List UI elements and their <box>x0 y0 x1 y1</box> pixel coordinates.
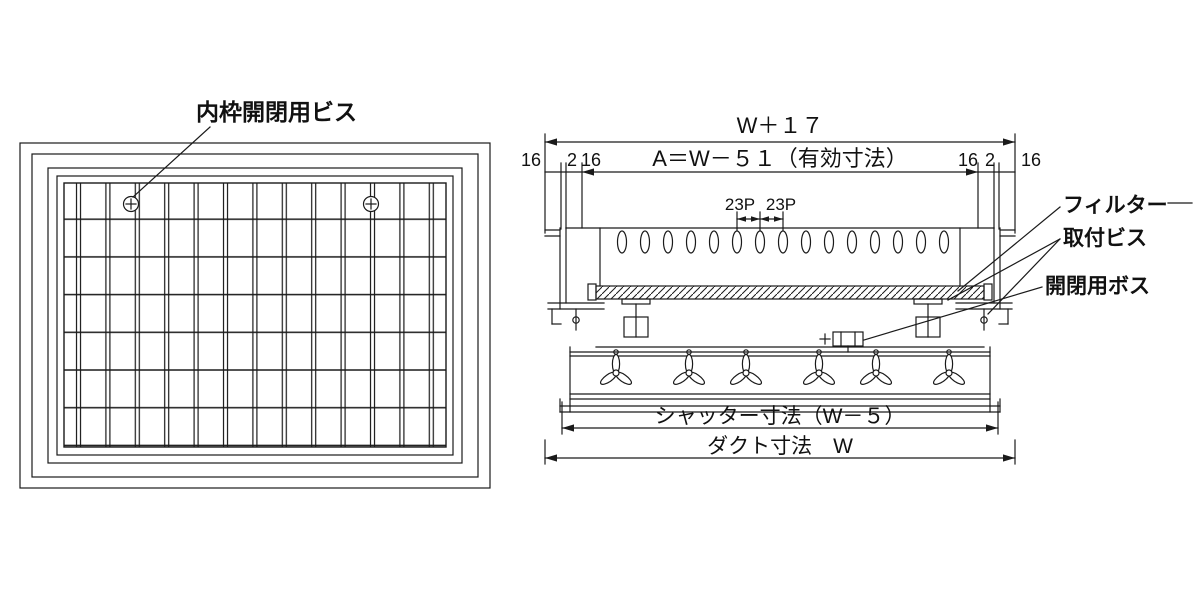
grille-grid <box>63 182 447 448</box>
screw-icon <box>362 195 380 213</box>
section-view: W＋１７ 16 2 16 A＝W－５１（有効寸法） 16 2 16 23P 23… <box>521 113 1193 465</box>
inner-frame <box>47 167 463 464</box>
screw-icon <box>122 195 140 213</box>
label-filter: フィルター <box>957 194 1193 292</box>
dim-16-left-inner: 16 <box>581 150 601 170</box>
dim-16-left-outer: 16 <box>521 150 541 170</box>
front-view: 内枠開閉用ビス <box>19 99 491 489</box>
pitch-left-text: 23P <box>725 195 755 214</box>
louver-slots <box>616 230 950 254</box>
shutter-dim-text: シャッター寸法（W－５） <box>655 405 906 428</box>
outer-frame <box>19 142 491 489</box>
dim-duct-width: ダクト寸法 W <box>544 435 1016 462</box>
filter-bar <box>587 283 993 301</box>
boss <box>819 331 864 353</box>
shutter-assembly <box>559 346 1001 413</box>
pitch-right-text: 23P <box>766 195 796 214</box>
label-mount-screw: 取付ビス <box>947 227 1147 315</box>
dim-2-right: 2 <box>985 150 995 170</box>
dim-16-right-inner: 16 <box>958 150 978 170</box>
extension-lines <box>544 133 1016 465</box>
dim-2-left: 2 <box>567 150 577 170</box>
filter-mount-screw-left <box>621 298 651 338</box>
dim-shutter-width: シャッター寸法（W－５） <box>561 405 999 432</box>
section-frame <box>544 227 1016 331</box>
dim-overall-text: W＋１７ <box>737 113 824 138</box>
dim-overall-width: W＋１７ <box>544 113 1016 146</box>
dim-16-right-outer: 16 <box>1021 150 1041 170</box>
callout-inner-frame-screw-label: 内枠開閉用ビス <box>196 99 357 125</box>
callout-leader-line <box>132 126 211 198</box>
boss-label-text: 開閉用ボス <box>1045 275 1150 298</box>
dim-pitch: 23P 23P <box>725 195 796 222</box>
filter-label-text: フィルター <box>1063 194 1168 217</box>
label-boss: 開閉用ボス <box>863 275 1150 341</box>
dim-effective-text: A＝W－５１（有効寸法） <box>652 146 907 171</box>
duct-dim-text: ダクト寸法 W <box>707 435 853 458</box>
mount-screw-label-text: 取付ビス <box>1063 227 1147 250</box>
dim-sub-widths: 16 2 16 A＝W－５１（有効寸法） 16 2 16 <box>521 146 1041 176</box>
